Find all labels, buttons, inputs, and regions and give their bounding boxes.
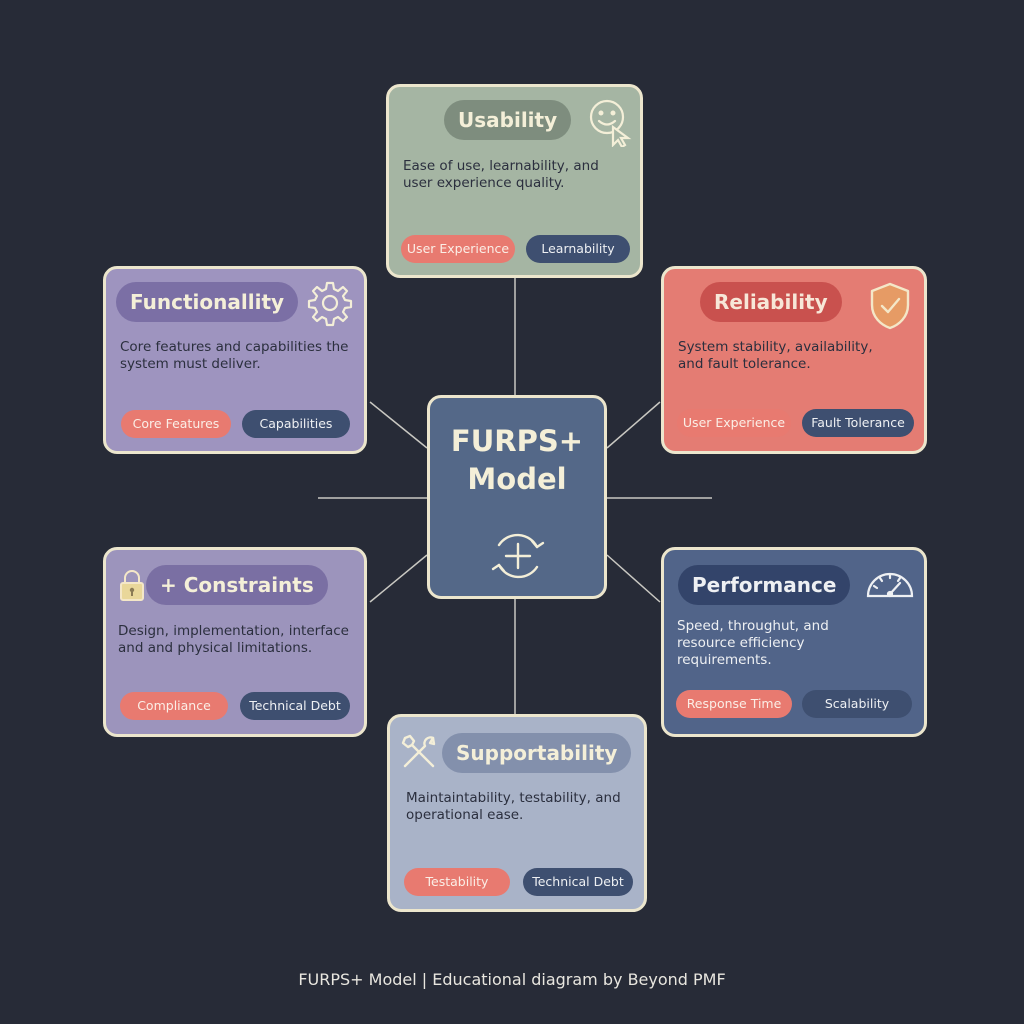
usability-tag-user-experience: User Experience bbox=[401, 235, 515, 263]
wrench-screwdriver-icon bbox=[401, 734, 436, 768]
usability-tag-learnability: Learnability bbox=[526, 235, 630, 263]
connector-performance bbox=[606, 554, 661, 603]
connector-reliability bbox=[606, 401, 661, 449]
constraints-tag-compliance: Compliance bbox=[120, 692, 228, 720]
performance-tag-response-time: Response Time bbox=[676, 690, 792, 718]
reliability-description: System stability, availability, and faul… bbox=[678, 339, 873, 372]
center-title-line1: FURPS+ bbox=[450, 424, 584, 458]
usability-card: Usability Ease of use, learnability, and… bbox=[386, 84, 643, 278]
connector-functionality bbox=[369, 401, 428, 449]
functionality-tag-capabilities: Capabilities bbox=[242, 410, 350, 438]
speedometer-icon bbox=[866, 572, 914, 598]
shield-check-icon bbox=[870, 282, 910, 330]
center-title-line2: Model bbox=[467, 462, 567, 496]
performance-tag-scalability: Scalability bbox=[802, 690, 912, 718]
supportability-description: Maintaintability, testability, and opera… bbox=[406, 790, 621, 823]
constraints-title: + Constraints bbox=[146, 565, 328, 605]
performance-description: Speed, throughut, and resource efficienc… bbox=[677, 618, 829, 668]
usability-title: Usability bbox=[444, 100, 572, 140]
gear-icon bbox=[307, 281, 353, 327]
center-title: FURPS+ Model bbox=[430, 422, 604, 498]
reliability-card: Reliability System stability, availabili… bbox=[661, 266, 927, 454]
supportability-card: Supportability Maintaintability, testabi… bbox=[387, 714, 647, 912]
supportability-tag-testability: Testability bbox=[404, 868, 510, 896]
diagram-caption: FURPS+ Model | Educational diagram by Be… bbox=[298, 970, 726, 989]
performance-card: Performance Speed, throughut, and resour… bbox=[661, 547, 927, 737]
performance-title: Performance bbox=[678, 565, 851, 605]
reliability-tag-user-experience: User Experience bbox=[677, 409, 791, 437]
smiley-cursor-icon bbox=[589, 99, 632, 147]
center-model-card: FURPS+ Model bbox=[427, 395, 607, 599]
constraints-card: + Constraints Design, implementation, in… bbox=[103, 547, 367, 737]
cycle-plus-icon bbox=[491, 533, 545, 579]
supportability-tag-technical-debt: Technical Debt bbox=[523, 868, 633, 896]
supportability-title: Supportability bbox=[442, 733, 632, 773]
constraints-description: Design, implementation, interface and an… bbox=[118, 623, 349, 656]
functionality-tag-core-features: Core Features bbox=[121, 410, 231, 438]
reliability-tag-fault-tolerance: Fault Tolerance bbox=[802, 409, 914, 437]
connector-constraints bbox=[369, 554, 428, 603]
constraints-tag-technical-debt: Technical Debt bbox=[240, 692, 350, 720]
functionality-title: Functionallity bbox=[116, 282, 299, 322]
functionality-card: Functionallity Core features and capabil… bbox=[103, 266, 367, 454]
functionality-description: Core features and capabilities the syste… bbox=[120, 339, 349, 372]
usability-description: Ease of use, learnability, and user expe… bbox=[403, 158, 599, 191]
reliability-title: Reliability bbox=[700, 282, 842, 322]
padlock-icon bbox=[120, 570, 144, 601]
